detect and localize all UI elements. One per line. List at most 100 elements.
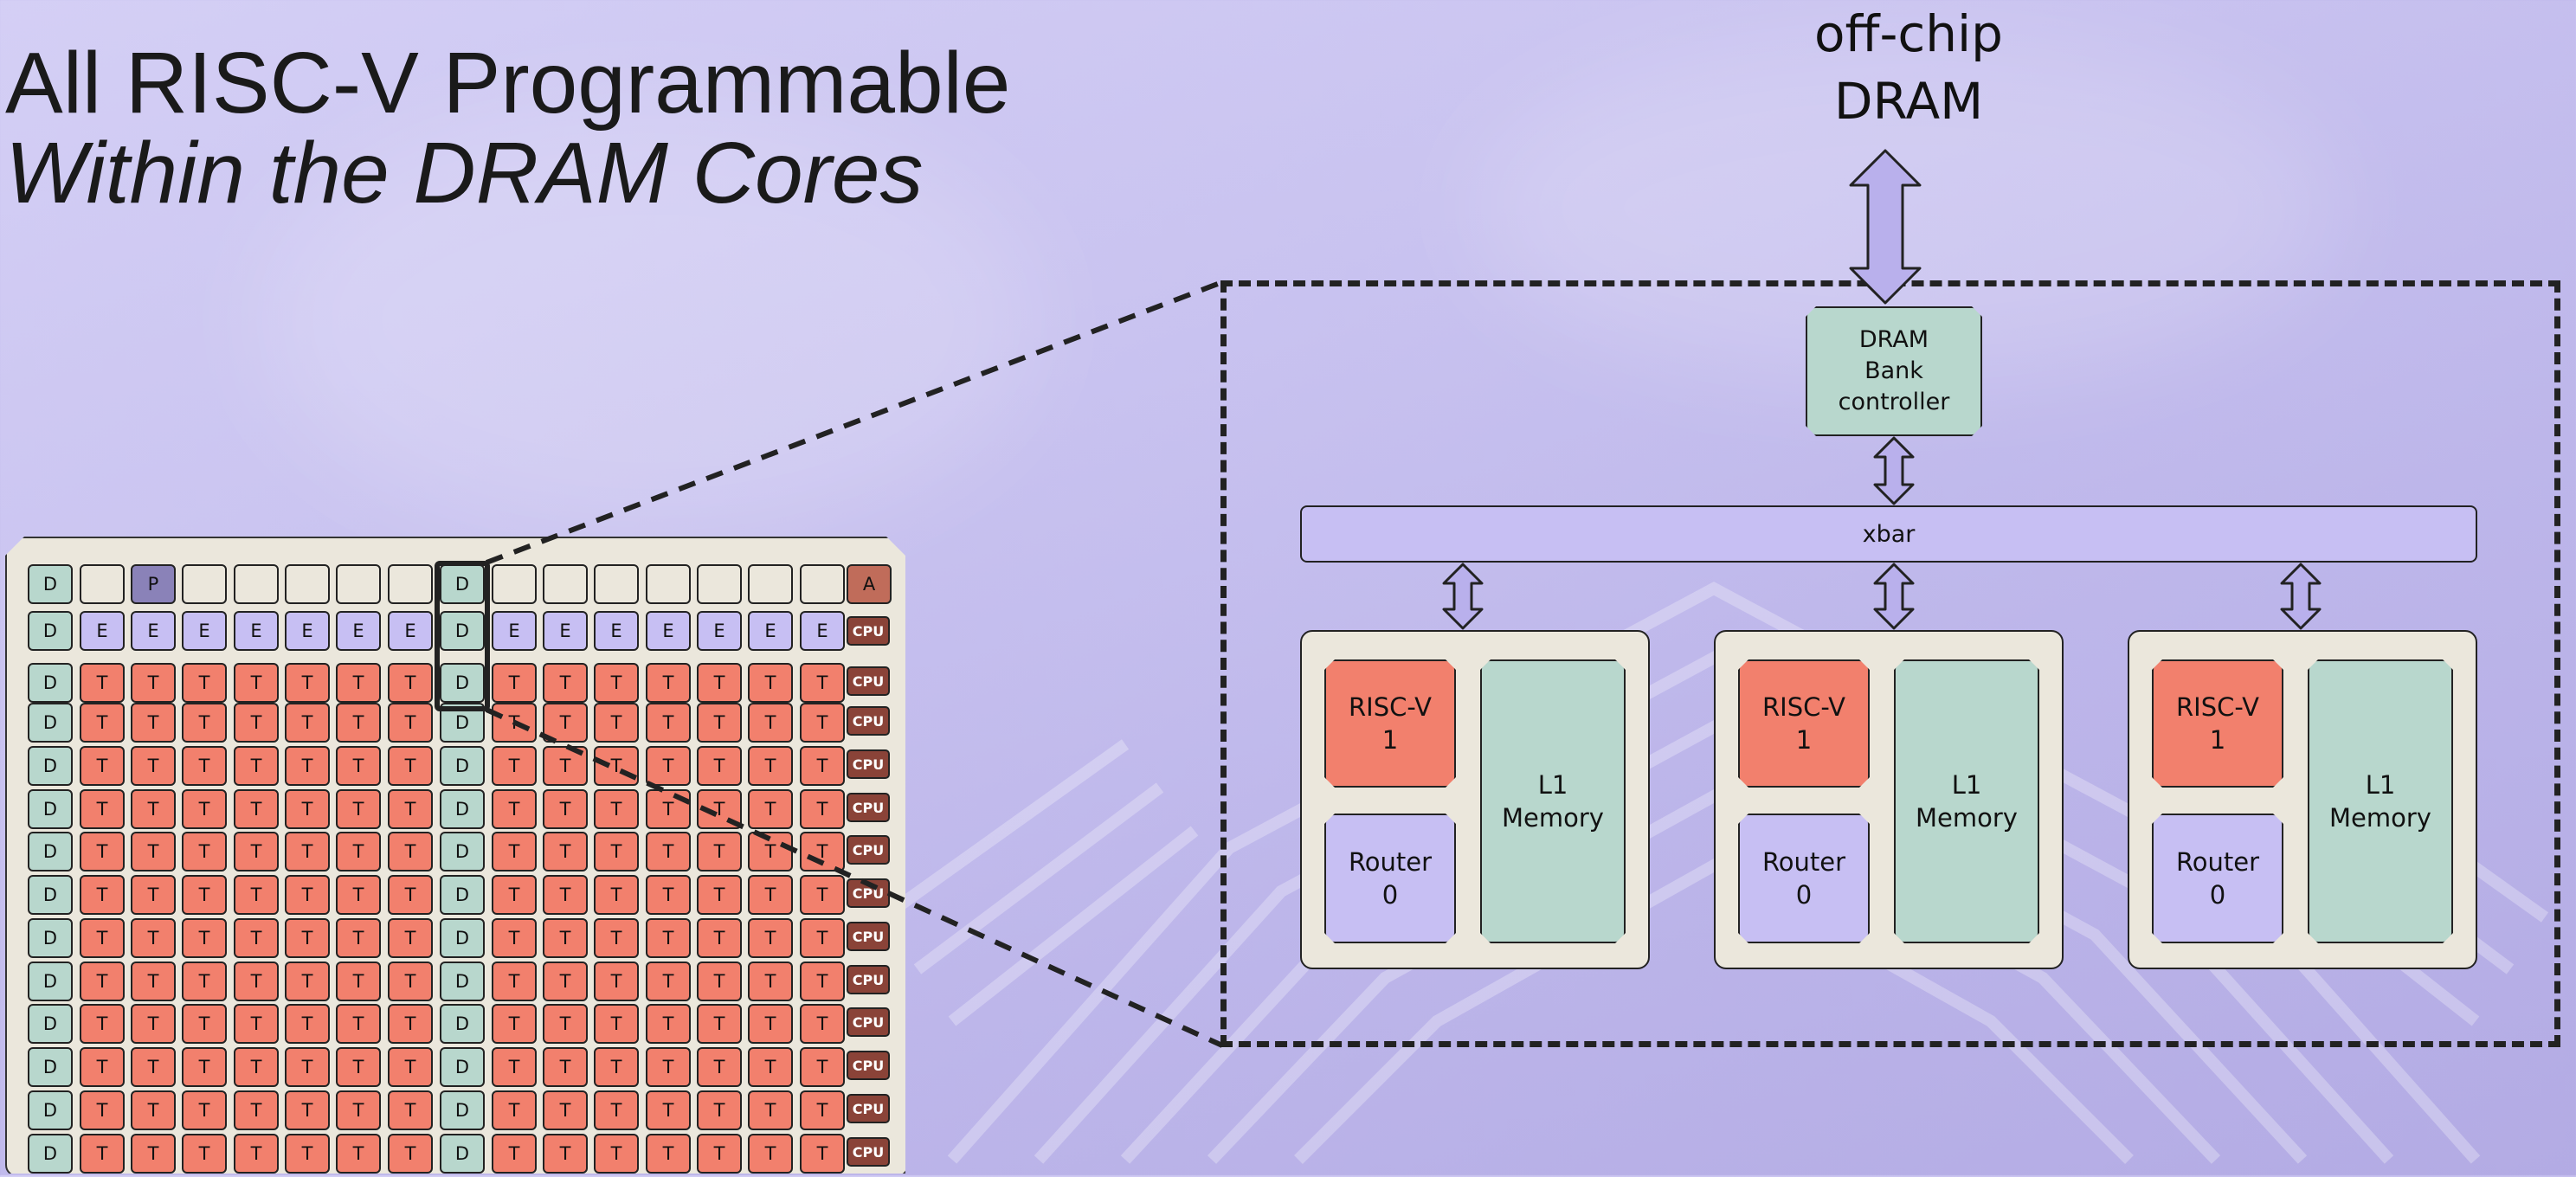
grid-tile-tensix: T [748, 746, 793, 786]
grid-tile-tensix: T [80, 962, 125, 1001]
grid-tile-blank [594, 564, 639, 604]
grid-tile-tensix: T [800, 789, 845, 829]
grid-tile-tensix: T [800, 1090, 845, 1130]
grid-tile-tensix: T [492, 663, 537, 703]
grid-tile-tensix: T [646, 875, 691, 915]
grid-tile-dram: D [440, 663, 485, 703]
grid-tile-tensix: T [388, 746, 433, 786]
grid-tile-tensix: T [594, 1134, 639, 1174]
grid-tile-tensix: T [388, 875, 433, 915]
grid-tile-tensix: T [131, 663, 176, 703]
dram-controller-line: Bank [1864, 357, 1923, 384]
grid-tile-tensix: T [492, 832, 537, 871]
grid-tile-tensix: T [131, 875, 176, 915]
grid-tile-ethernet: E [80, 611, 125, 651]
grid-tile-dram: D [440, 832, 485, 871]
l1-label: L1 [1537, 770, 1568, 800]
offchip-dram-arrow [1849, 149, 1922, 305]
grid-tile-tensix: T [234, 663, 279, 703]
grid-tile-tensix: T [697, 1047, 742, 1087]
grid-tile-tensix: T [697, 832, 742, 871]
router-label: Router [1348, 847, 1433, 877]
l1-sublabel: Memory [2329, 803, 2431, 833]
grid-tile-tensix: T [594, 703, 639, 743]
grid-tile-blank [285, 564, 330, 604]
grid-tile-tensix: T [646, 832, 691, 871]
grid-tile-ethernet: E [234, 611, 279, 651]
grid-tile-tensix: T [182, 703, 227, 743]
riscv-label: RISC-V [2176, 692, 2259, 722]
grid-tile-tensix: T [748, 1047, 793, 1087]
router-index: 0 [1795, 880, 1813, 910]
grid-tile-tensix: T [234, 832, 279, 871]
grid-tile-tensix: T [182, 746, 227, 786]
grid-tile-tensix: T [234, 1047, 279, 1087]
grid-tile-cpu: CPU [847, 1051, 890, 1080]
grid-tile-tensix: T [543, 918, 588, 958]
grid-tile-tensix: T [748, 1090, 793, 1130]
grid-tile-tensix: T [492, 746, 537, 786]
router-index: 0 [1381, 880, 1399, 910]
grid-tile-blank [492, 564, 537, 604]
grid-tile-tensix: T [285, 962, 330, 1001]
grid-tile-ethernet: E [388, 611, 433, 651]
grid-tile-blank [182, 564, 227, 604]
grid-tile-dram: D [440, 611, 485, 651]
grid-tile-ethernet: E [131, 611, 176, 651]
grid-tile-tensix: T [285, 746, 330, 786]
grid-tile-arc: A [847, 564, 892, 604]
grid-tile-dram: D [440, 789, 485, 829]
controller-xbar-arrow [1873, 436, 1915, 505]
l1-sublabel: Memory [1502, 803, 1604, 833]
grid-tile-dram: D [440, 1090, 485, 1130]
grid-tile-tensix: T [80, 789, 125, 829]
grid-tile-tensix: T [646, 1134, 691, 1174]
grid-tile-tensix: T [182, 789, 227, 829]
riscv-index: 1 [2209, 725, 2226, 755]
grid-tile-tensix: T [697, 1090, 742, 1130]
grid-tile-tensix: T [388, 1047, 433, 1087]
grid-tile-tensix: T [748, 1004, 793, 1044]
grid-tile-tensix: T [748, 663, 793, 703]
grid-tile-tensix: T [492, 918, 537, 958]
grid-tile-ethernet: E [182, 611, 227, 651]
grid-tile-tensix: T [285, 703, 330, 743]
grid-tile-cpu: CPU [847, 616, 890, 646]
grid-tile-dram: D [440, 918, 485, 958]
grid-tile-tensix: T [543, 832, 588, 871]
grid-tile-tensix: T [543, 1004, 588, 1044]
dram-controller-line: DRAM [1858, 326, 1929, 353]
grid-tile-tensix: T [646, 703, 691, 743]
offchip-label-line: off-chip [1814, 4, 2003, 63]
grid-tile-tensix: T [80, 663, 125, 703]
grid-tile-dram: D [28, 703, 73, 743]
grid-tile-tensix: T [543, 962, 588, 1001]
grid-tile-tensix: T [748, 875, 793, 915]
grid-tile-tensix: T [234, 1134, 279, 1174]
offchip-dram-label: off-chip DRAM [1766, 0, 2051, 135]
grid-tile-tensix: T [336, 1090, 381, 1130]
grid-tile-tensix: T [543, 789, 588, 829]
grid-tile-cpu: CPU [847, 1094, 890, 1123]
grid-tile-tensix: T [285, 918, 330, 958]
grid-tile-dram: D [28, 962, 73, 1001]
grid-tile-tensix: T [646, 746, 691, 786]
grid-tile-tensix: T [182, 663, 227, 703]
grid-tile-tensix: T [543, 1090, 588, 1130]
grid-tile-blank [800, 564, 845, 604]
grid-tile-tensix: T [800, 875, 845, 915]
grid-tile-tensix: T [285, 1090, 330, 1130]
grid-tile-tensix: T [388, 1090, 433, 1130]
grid-tile-dram: D [28, 1047, 73, 1087]
grid-tile-tensix: T [336, 1134, 381, 1174]
grid-tile-cpu: CPU [847, 922, 890, 951]
grid-tile-tensix: T [131, 746, 176, 786]
grid-tile-blank [543, 564, 588, 604]
dram-controller-line: controller [1838, 389, 1950, 415]
grid-tile-tensix: T [80, 875, 125, 915]
grid-tile-tensix: T [131, 962, 176, 1001]
